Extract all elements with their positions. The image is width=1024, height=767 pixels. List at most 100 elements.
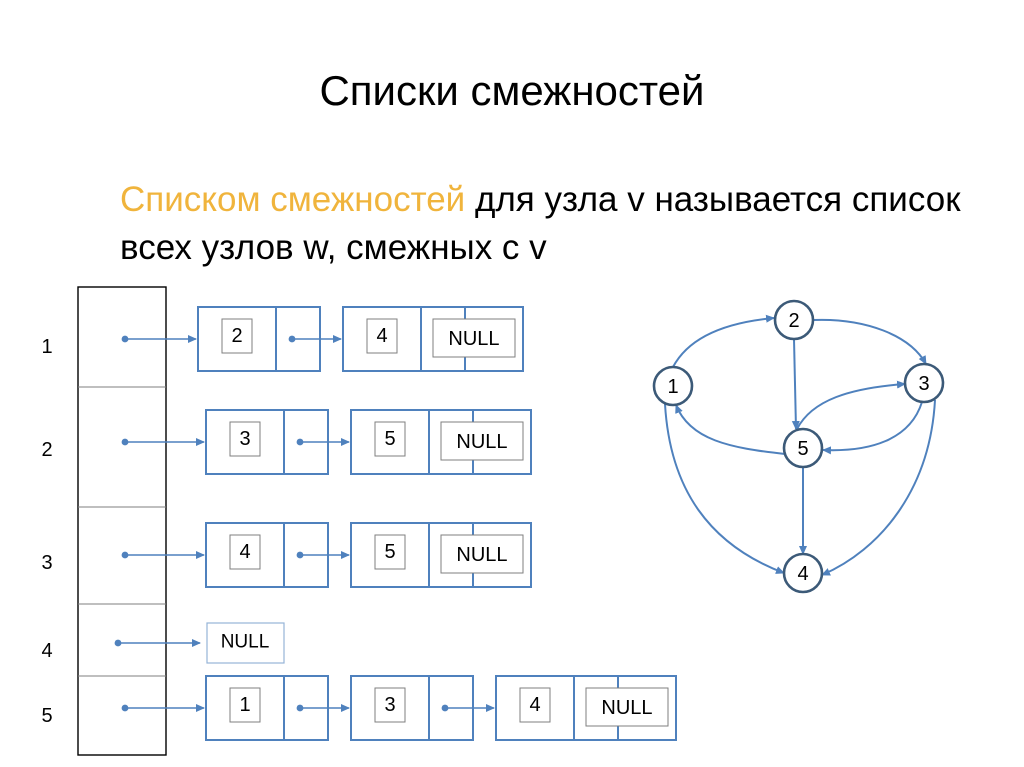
pointer-dot (296, 704, 304, 712)
pointer-dot (441, 704, 449, 712)
pointer-dot (296, 438, 304, 446)
list-node-4: 4 NULL (342, 306, 524, 372)
list-node-3: 3 (350, 675, 495, 741)
graph-node-label: 2 (788, 310, 799, 332)
null-box (432, 318, 516, 358)
graph-node-circle (903, 362, 945, 404)
value-box (229, 534, 261, 570)
adjacency-row-3: 3 4 5 NULL (41, 522, 532, 588)
head-pointer (114, 639, 201, 647)
value-box (229, 687, 261, 723)
list-node-value: 4 (529, 694, 540, 716)
value-box (374, 421, 406, 457)
null-box (440, 534, 524, 574)
pointer-dot (121, 551, 129, 559)
graph-edge-5-1 (675, 404, 786, 455)
list-node-4: 4 NULL (495, 675, 677, 741)
next-pointer (296, 438, 350, 446)
list-node-value: 5 (384, 428, 395, 450)
vertex-label: 3 (41, 552, 52, 574)
graph-drawing: 1 2 3 4 5 (652, 299, 945, 594)
list-node-5: 5 NULL (350, 409, 532, 475)
null-text: NULL (448, 328, 499, 350)
null-text: NULL (221, 632, 270, 653)
graph-edge-2-5 (791, 338, 800, 430)
vertex-label: 1 (41, 336, 52, 358)
graph-edge-3-5 (822, 401, 923, 455)
list-node-value: 3 (239, 428, 250, 450)
pointer-dot (114, 639, 122, 647)
pointer-dot (121, 335, 129, 343)
null-box (440, 421, 524, 461)
graph-node-label: 4 (797, 563, 808, 585)
pointer-dot (121, 704, 129, 712)
head-pointer (121, 551, 205, 559)
list-node-value: 5 (384, 541, 395, 563)
next-pointer (296, 551, 350, 559)
list-node-3: 3 (205, 409, 350, 475)
vertex-label: 4 (41, 640, 52, 662)
null-text: NULL (456, 544, 507, 566)
graph-edge-2-3 (812, 318, 927, 365)
graph-node-circle (782, 427, 824, 469)
graph-node-circle (652, 365, 694, 407)
null-rect (206, 622, 285, 664)
graph-node-label: 5 (797, 438, 808, 460)
list-node-value: 2 (231, 325, 242, 347)
pointer-dot (296, 551, 304, 559)
definition-rest: для узла v называется список всех узлов … (120, 180, 961, 267)
graph-edge-1-2 (672, 314, 775, 368)
null-text: NULL (601, 697, 652, 719)
graph-edge-5-3 (796, 380, 906, 430)
head-pointer (121, 438, 205, 446)
next-pointer (288, 335, 342, 343)
list-node-value: 1 (239, 694, 250, 716)
value-box (519, 687, 551, 723)
null-box: NULL (206, 622, 285, 664)
head-pointer (121, 335, 197, 343)
value-box (229, 421, 261, 457)
list-node-value: 4 (239, 541, 250, 563)
list-node-1: 1 (205, 675, 350, 741)
list-node-4: 4 (205, 522, 350, 588)
vertex-array (77, 286, 167, 756)
value-box (366, 318, 398, 354)
graph-edge-3-4 (821, 399, 936, 576)
adjacency-row-4: 4 NULL (41, 622, 285, 664)
null-text: NULL (456, 431, 507, 453)
value-box (374, 687, 406, 723)
vertex-label: 5 (41, 705, 52, 727)
list-node-2: 2 (197, 306, 342, 372)
list-node-rect (342, 306, 466, 372)
graph-node-1: 1 (652, 365, 694, 407)
adjacency-row-5: 5 1 3 4 NULL (41, 675, 677, 741)
definition-text: Списком смежностей для узла v называется… (120, 176, 1000, 272)
value-box (374, 534, 406, 570)
next-pointer (296, 704, 350, 712)
graph-node-circle (782, 552, 824, 594)
pointer-dot (121, 438, 129, 446)
value-box (221, 318, 253, 354)
graph-node-circle (773, 299, 815, 341)
pointer-dot (288, 335, 296, 343)
definition-highlight: Списком смежностей (120, 180, 466, 219)
graph-node-4: 4 (782, 552, 824, 594)
null-box (585, 687, 669, 727)
head-pointer (121, 704, 205, 712)
graph-node-5: 5 (782, 427, 824, 469)
adjacency-row-2: 2 3 5 NULL (41, 409, 532, 475)
graph-edge-1-4 (664, 403, 785, 574)
graph-node-label: 3 (918, 373, 929, 395)
list-node-value: 3 (384, 694, 395, 716)
list-node-value: 4 (376, 325, 387, 347)
vertex-label: 2 (41, 439, 52, 461)
graph-node-label: 1 (667, 376, 678, 398)
list-node-5: 5 NULL (350, 522, 532, 588)
next-pointer (441, 704, 495, 712)
graph-edges (664, 314, 936, 576)
adjacency-row-1: 1 2 4 NULL (41, 306, 524, 372)
graph-node-2: 2 (773, 299, 815, 341)
slide-title: Списки смежностей (319, 67, 705, 114)
